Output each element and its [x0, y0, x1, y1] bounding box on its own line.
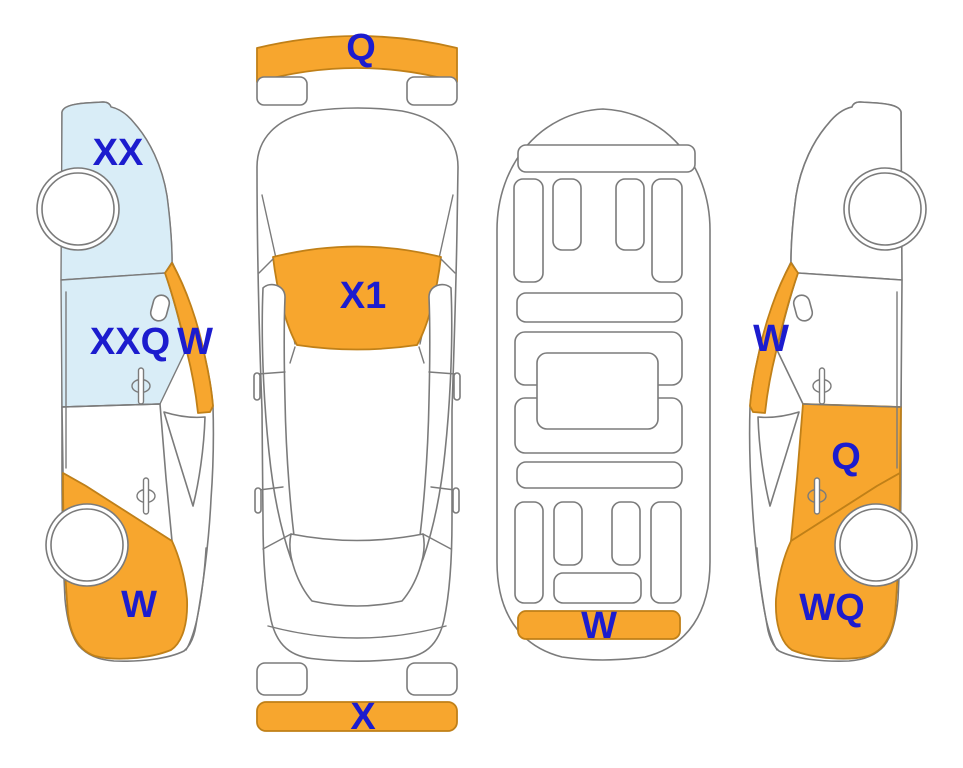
- door-handle-mark-right-rear: [452, 487, 460, 514]
- rear-window: [289, 533, 425, 607]
- label-top-rear-bumper: X: [350, 696, 376, 738]
- label-left-a-pillar: W: [177, 321, 213, 363]
- cowl-tick-left: [289, 346, 296, 364]
- label-underside-rear: W: [581, 605, 617, 647]
- taillight-left: [256, 662, 308, 696]
- door-handle-mark-left-rear: [254, 487, 262, 514]
- front-rail-inner-right: [615, 178, 645, 251]
- headlight-right: [406, 76, 458, 106]
- door-handle-mark-left-front: [253, 372, 261, 401]
- right-side-view: W Q WQ: [748, 101, 927, 662]
- door-seam-rear-right: [430, 486, 456, 491]
- front-cross-member: [517, 144, 696, 173]
- left-side-view: XX XXQ W W: [36, 101, 215, 662]
- top-rear-bumper-highlight: [256, 701, 458, 732]
- mid-cross-member-2: [516, 461, 683, 489]
- quarter-seam-left: [262, 533, 292, 550]
- right-side-mirrored-geometry: [748, 101, 927, 662]
- right-front-door: [776, 272, 903, 408]
- door-handle-mark-right-front: [453, 372, 461, 401]
- fuel-tank: [536, 352, 659, 430]
- rear-rail-outer-left: [514, 501, 544, 604]
- top-view: Q X1 X: [253, 27, 461, 738]
- cowl-tick-right: [418, 346, 425, 364]
- front-rail-outer-right: [651, 178, 683, 283]
- quarter-seam-right: [422, 533, 452, 550]
- door-seam-rear-left: [258, 486, 284, 491]
- trunk-seam: [267, 625, 447, 639]
- label-right-a-pillar: W: [753, 318, 789, 360]
- rear-rail-inner-left: [553, 501, 583, 566]
- underside-view: W: [496, 108, 711, 661]
- rear-rail-outer-right: [650, 501, 682, 604]
- label-right-rear-door: Q: [831, 436, 861, 478]
- label-left-rear-quarter: W: [121, 584, 157, 626]
- label-right-rear-quarter: WQ: [799, 587, 864, 629]
- taillight-right: [406, 662, 458, 696]
- label-windshield: X1: [340, 275, 386, 317]
- a-pillar-tick-left: [258, 258, 274, 274]
- headlight-left: [256, 76, 308, 106]
- label-left-front-door: XXQ: [90, 321, 170, 363]
- spare-tire-well: [553, 572, 642, 604]
- front-rail-inner-left: [552, 178, 582, 251]
- a-pillar-tick-right: [440, 258, 456, 274]
- label-top-front-bumper: Q: [346, 27, 376, 69]
- windshield-highlight: [272, 245, 442, 351]
- front-rail-outer-left: [513, 178, 544, 283]
- rear-cross-member-highlight: [517, 610, 681, 640]
- door-seam-front-left: [257, 371, 286, 375]
- door-seam-front-right: [428, 371, 457, 375]
- mid-cross-member-1: [516, 292, 683, 323]
- rear-rail-inner-right: [611, 501, 641, 566]
- label-left-front-fender: XX: [93, 132, 144, 174]
- top-body-outline: [256, 107, 459, 663]
